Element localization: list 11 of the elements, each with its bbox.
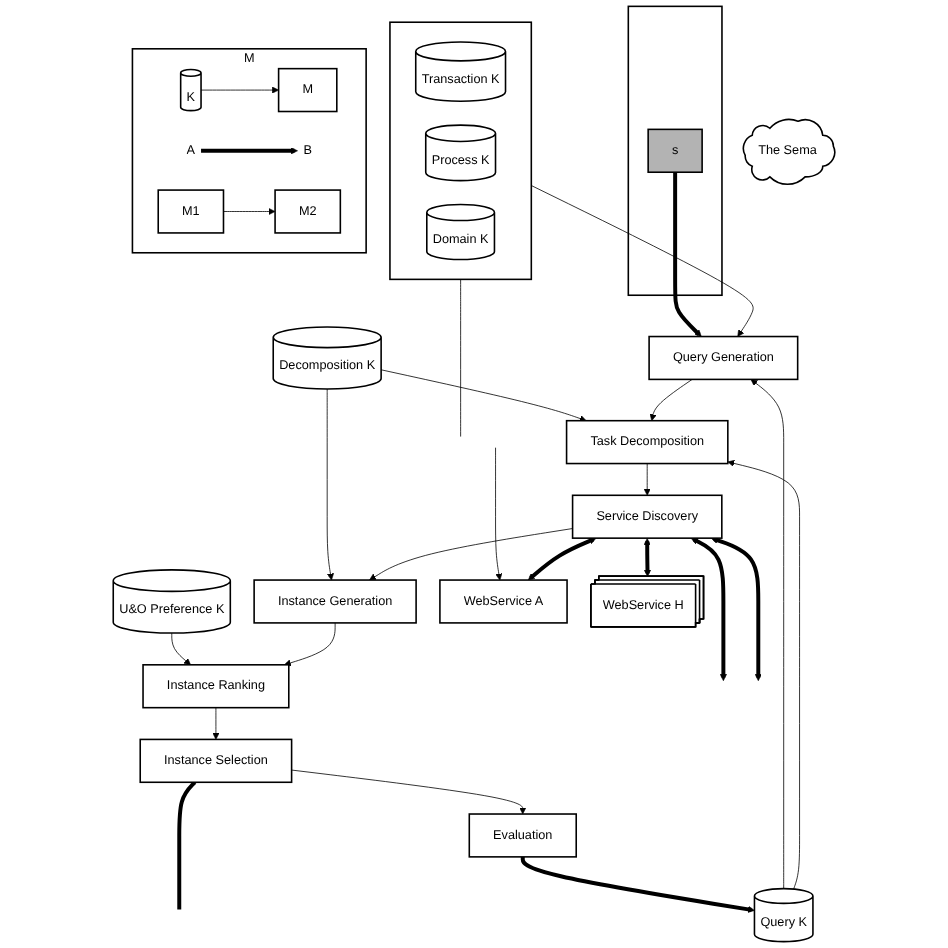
arrow <box>690 537 727 681</box>
arrow <box>643 538 651 577</box>
cluster <box>389 21 533 281</box>
connector <box>460 278 462 437</box>
connector <box>177 780 197 910</box>
arrow <box>673 172 702 337</box>
arrow <box>520 856 755 913</box>
arrow <box>201 147 298 155</box>
cluster <box>627 5 723 297</box>
arrow <box>528 537 597 581</box>
arrow <box>711 536 762 681</box>
